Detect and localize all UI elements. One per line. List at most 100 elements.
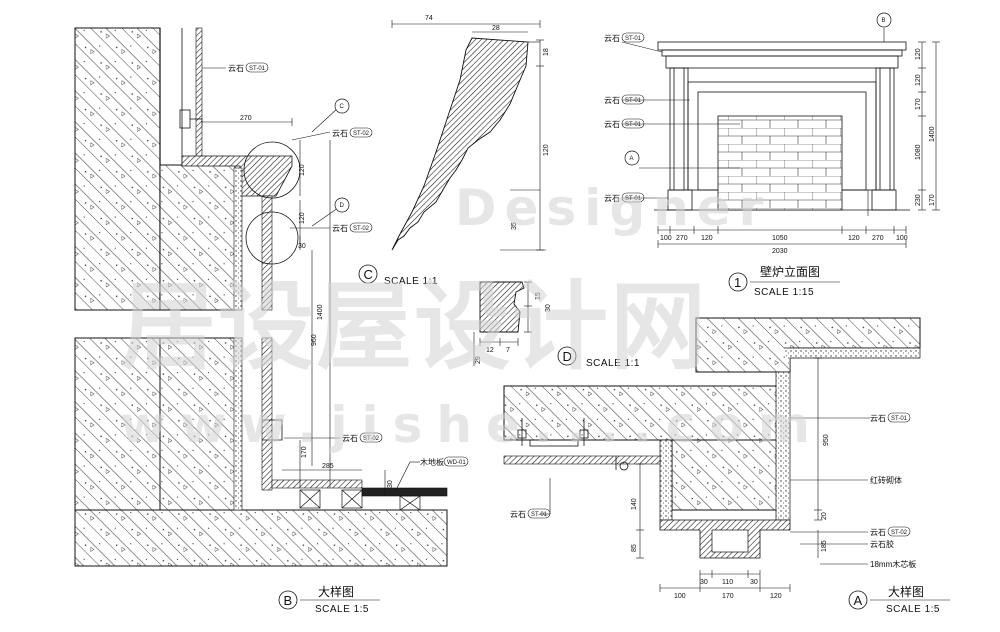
detail-b-mark: B — [284, 593, 293, 608]
svg-text:ST-02: ST-02 — [891, 530, 908, 536]
dim-b-30b: 30 — [387, 480, 394, 488]
svg-text:木地板: 木地板 — [420, 457, 444, 467]
dim-d-30: 30 — [545, 304, 552, 312]
detail-a-mark: A — [854, 593, 863, 608]
svg-text:云石: 云石 — [228, 64, 244, 73]
elevation-1-title: 壁炉立面图 — [760, 264, 820, 279]
dim-c-28: 28 — [492, 25, 500, 32]
dim-e-270b: 270 — [872, 235, 884, 242]
dim-d-12: 12 — [486, 347, 494, 354]
callout-tag-d: D — [334, 197, 350, 213]
dim-b-960: 960 — [311, 334, 318, 346]
svg-text:云石: 云石 — [604, 34, 620, 43]
detail-a-section: 950 140 85 20 185 30 110 30 100 170 120 … — [503, 317, 950, 615]
dim-b-120a: 120 — [299, 164, 306, 176]
dim-a-170: 170 — [722, 593, 734, 600]
callout-tag-c: C — [334, 98, 350, 114]
dim-a-950: 950 — [823, 434, 830, 446]
callout-circle-d — [245, 211, 299, 265]
detail-c-mark: C — [364, 267, 373, 282]
elevation-1-mark: 1 — [734, 275, 741, 290]
label-elev-stone-1: 云石 ST-01 — [604, 32, 645, 43]
watermark-latin: Designer — [455, 179, 771, 237]
svg-text:B: B — [882, 18, 886, 24]
svg-text:ST-01: ST-01 — [625, 98, 642, 104]
svg-text:ST-01: ST-01 — [891, 416, 908, 422]
svg-text:A: A — [630, 156, 634, 162]
dim-e-100b: 100 — [896, 235, 908, 242]
svg-text:C: C — [340, 104, 345, 110]
detail-d-title-block: D SCALE 1:1 — [557, 346, 639, 369]
label-b-stone-base: 云石 ST-02 — [342, 432, 383, 443]
dim-e-170v: 170 — [915, 98, 922, 110]
dim-a-30a: 30 — [700, 579, 708, 586]
label-b-stone-top: 云石 ST-01 — [228, 62, 269, 73]
svg-text:云石: 云石 — [604, 96, 620, 105]
dim-a-185: 185 — [821, 540, 828, 552]
dim-e-120v2: 120 — [915, 74, 922, 86]
dim-e-100a: 100 — [660, 235, 672, 242]
detail-a-title-block: A 大样图 SCALE 1:5 — [848, 584, 950, 615]
svg-text:云石: 云石 — [870, 528, 886, 537]
label-a-brick: 红砖砌体 — [870, 475, 902, 485]
dim-a-20: 20 — [821, 512, 828, 520]
dim-b-170: 170 — [301, 446, 308, 458]
dim-c-18: 18 — [543, 48, 550, 56]
detail-a-scale: SCALE 1:5 — [886, 604, 940, 615]
detail-b-title: 大样图 — [318, 584, 354, 599]
dim-b-1400: 1400 — [317, 304, 324, 320]
svg-text:云石: 云石 — [332, 129, 348, 138]
label-a-glue: 云石胶 — [870, 539, 894, 549]
label-b-wood-floor: 木地板 WD-01 — [420, 456, 469, 467]
svg-text:云石: 云石 — [604, 120, 620, 129]
svg-text:ST-01: ST-01 — [625, 196, 642, 202]
dim-e-230: 230 — [915, 194, 922, 206]
svg-text:ST-02: ST-02 — [353, 131, 370, 137]
detail-c-scale: SCALE 1:1 — [384, 276, 438, 287]
svg-text:ST-01: ST-01 — [625, 36, 642, 42]
svg-text:云石: 云石 — [342, 434, 358, 443]
label-elev-stone-3: 云石 ST-01 — [604, 118, 645, 129]
watermark-main: 居设屋设计网 — [120, 271, 708, 383]
dim-b-120b: 120 — [299, 212, 306, 224]
svg-text:云石: 云石 — [604, 194, 620, 203]
dim-e-120v1: 120 — [915, 48, 922, 60]
svg-text:ST-01: ST-01 — [625, 122, 642, 128]
dim-a-140: 140 — [631, 498, 638, 510]
detail-c-profile: 74 28 18 120 35 C SCALE 1:1 — [358, 15, 550, 287]
detail-b-section: 270 120 120 30 960 1400 170 285 30 云石 ST… — [74, 27, 469, 615]
label-a-board: 18mm木芯板 — [870, 559, 916, 569]
label-b-stone-d: 云石 ST-02 — [332, 222, 373, 233]
dim-a-120: 120 — [770, 593, 782, 600]
dim-c-35: 35 — [511, 222, 518, 230]
watermark-url: www.jishe....com — [120, 396, 824, 454]
label-a-stone-1: 云石 ST-01 — [870, 412, 911, 423]
svg-text:云石: 云石 — [510, 510, 526, 519]
svg-text:ST-02: ST-02 — [353, 226, 370, 232]
svg-text:D: D — [340, 203, 345, 209]
label-b-stone-c: 云石 ST-02 — [332, 127, 373, 138]
dim-e-170v2: 170 — [929, 194, 936, 206]
label-elev-stone-2: 云石 ST-01 — [604, 94, 645, 105]
dim-e-1080: 1080 — [915, 144, 922, 160]
callout-tag-b-elev: B — [876, 12, 892, 28]
svg-text:ST-02: ST-02 — [363, 436, 380, 442]
detail-d-mark: D — [563, 349, 572, 364]
watermark: Designer 居设屋设计网 www.jishe....com — [120, 179, 824, 454]
dim-e-1050: 1050 — [772, 235, 788, 242]
dim-a-30b: 30 — [750, 579, 758, 586]
dim-c-120: 120 — [543, 144, 550, 156]
dim-e-2030: 2030 — [772, 248, 788, 255]
detail-b-scale: SCALE 1:5 — [315, 604, 369, 615]
dim-d-7: 7 — [506, 347, 510, 354]
dim-b-285: 285 — [322, 463, 334, 470]
dim-e-120a: 120 — [701, 235, 713, 242]
dim-e-1400: 1400 — [929, 126, 936, 142]
dim-d-15: 15 — [535, 292, 542, 300]
elevation-1-scale: SCALE 1:15 — [754, 287, 814, 298]
label-elev-stone-4: 云石 ST-01 — [604, 192, 645, 203]
svg-text:ST-01: ST-01 — [249, 66, 266, 72]
dim-b-30: 30 — [298, 243, 306, 250]
